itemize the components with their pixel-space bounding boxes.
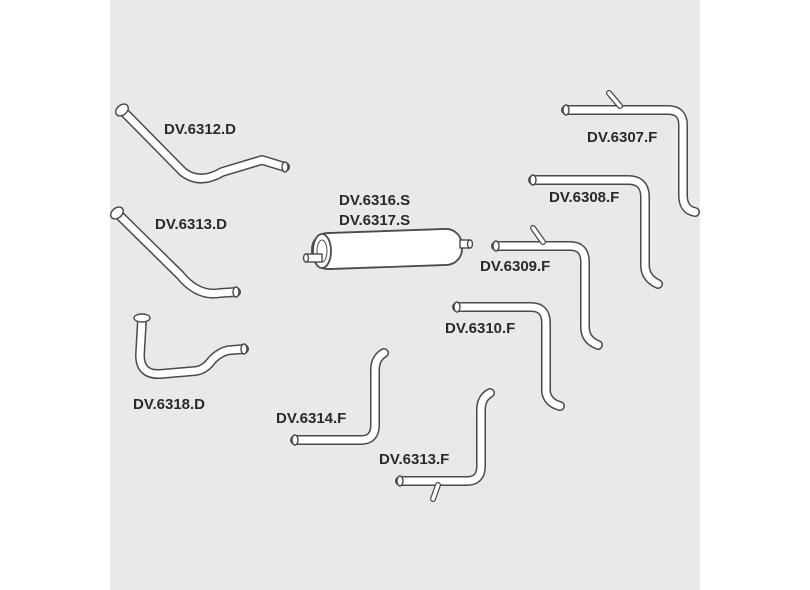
pipe-dv6309f xyxy=(491,225,603,350)
pipe-dv6318d xyxy=(133,313,249,380)
pipe-dv6307f xyxy=(561,90,700,217)
label-dv6316s: DV.6316.S xyxy=(339,192,411,209)
label-dv6313d: DV.6313.D xyxy=(155,216,227,233)
pipe-dv6312d xyxy=(115,103,290,184)
label-dv6309f: DV.6309.F xyxy=(480,258,551,275)
label-dv6310f: DV.6310.F xyxy=(445,320,516,337)
label-dv6317s: DV.6317.S xyxy=(339,212,411,229)
label-dv6313f: DV.6313.F xyxy=(379,451,450,468)
label-dv6312d: DV.6312.D xyxy=(164,121,236,138)
pipe-dv6310f xyxy=(452,301,565,411)
pipe-dv6314f xyxy=(290,348,389,446)
label-dv6307f: DV.6307.F xyxy=(587,129,658,146)
pipe-dv6313f xyxy=(395,388,495,502)
pipe-dv6308f xyxy=(528,174,663,289)
muffler-dv6316s-dv6317s xyxy=(302,228,474,270)
label-dv6318d: DV.6318.D xyxy=(133,396,205,413)
label-dv6314f: DV.6314.F xyxy=(276,410,347,427)
pipe-dv6313d xyxy=(110,206,241,299)
label-dv6308f: DV.6308.F xyxy=(549,189,620,206)
